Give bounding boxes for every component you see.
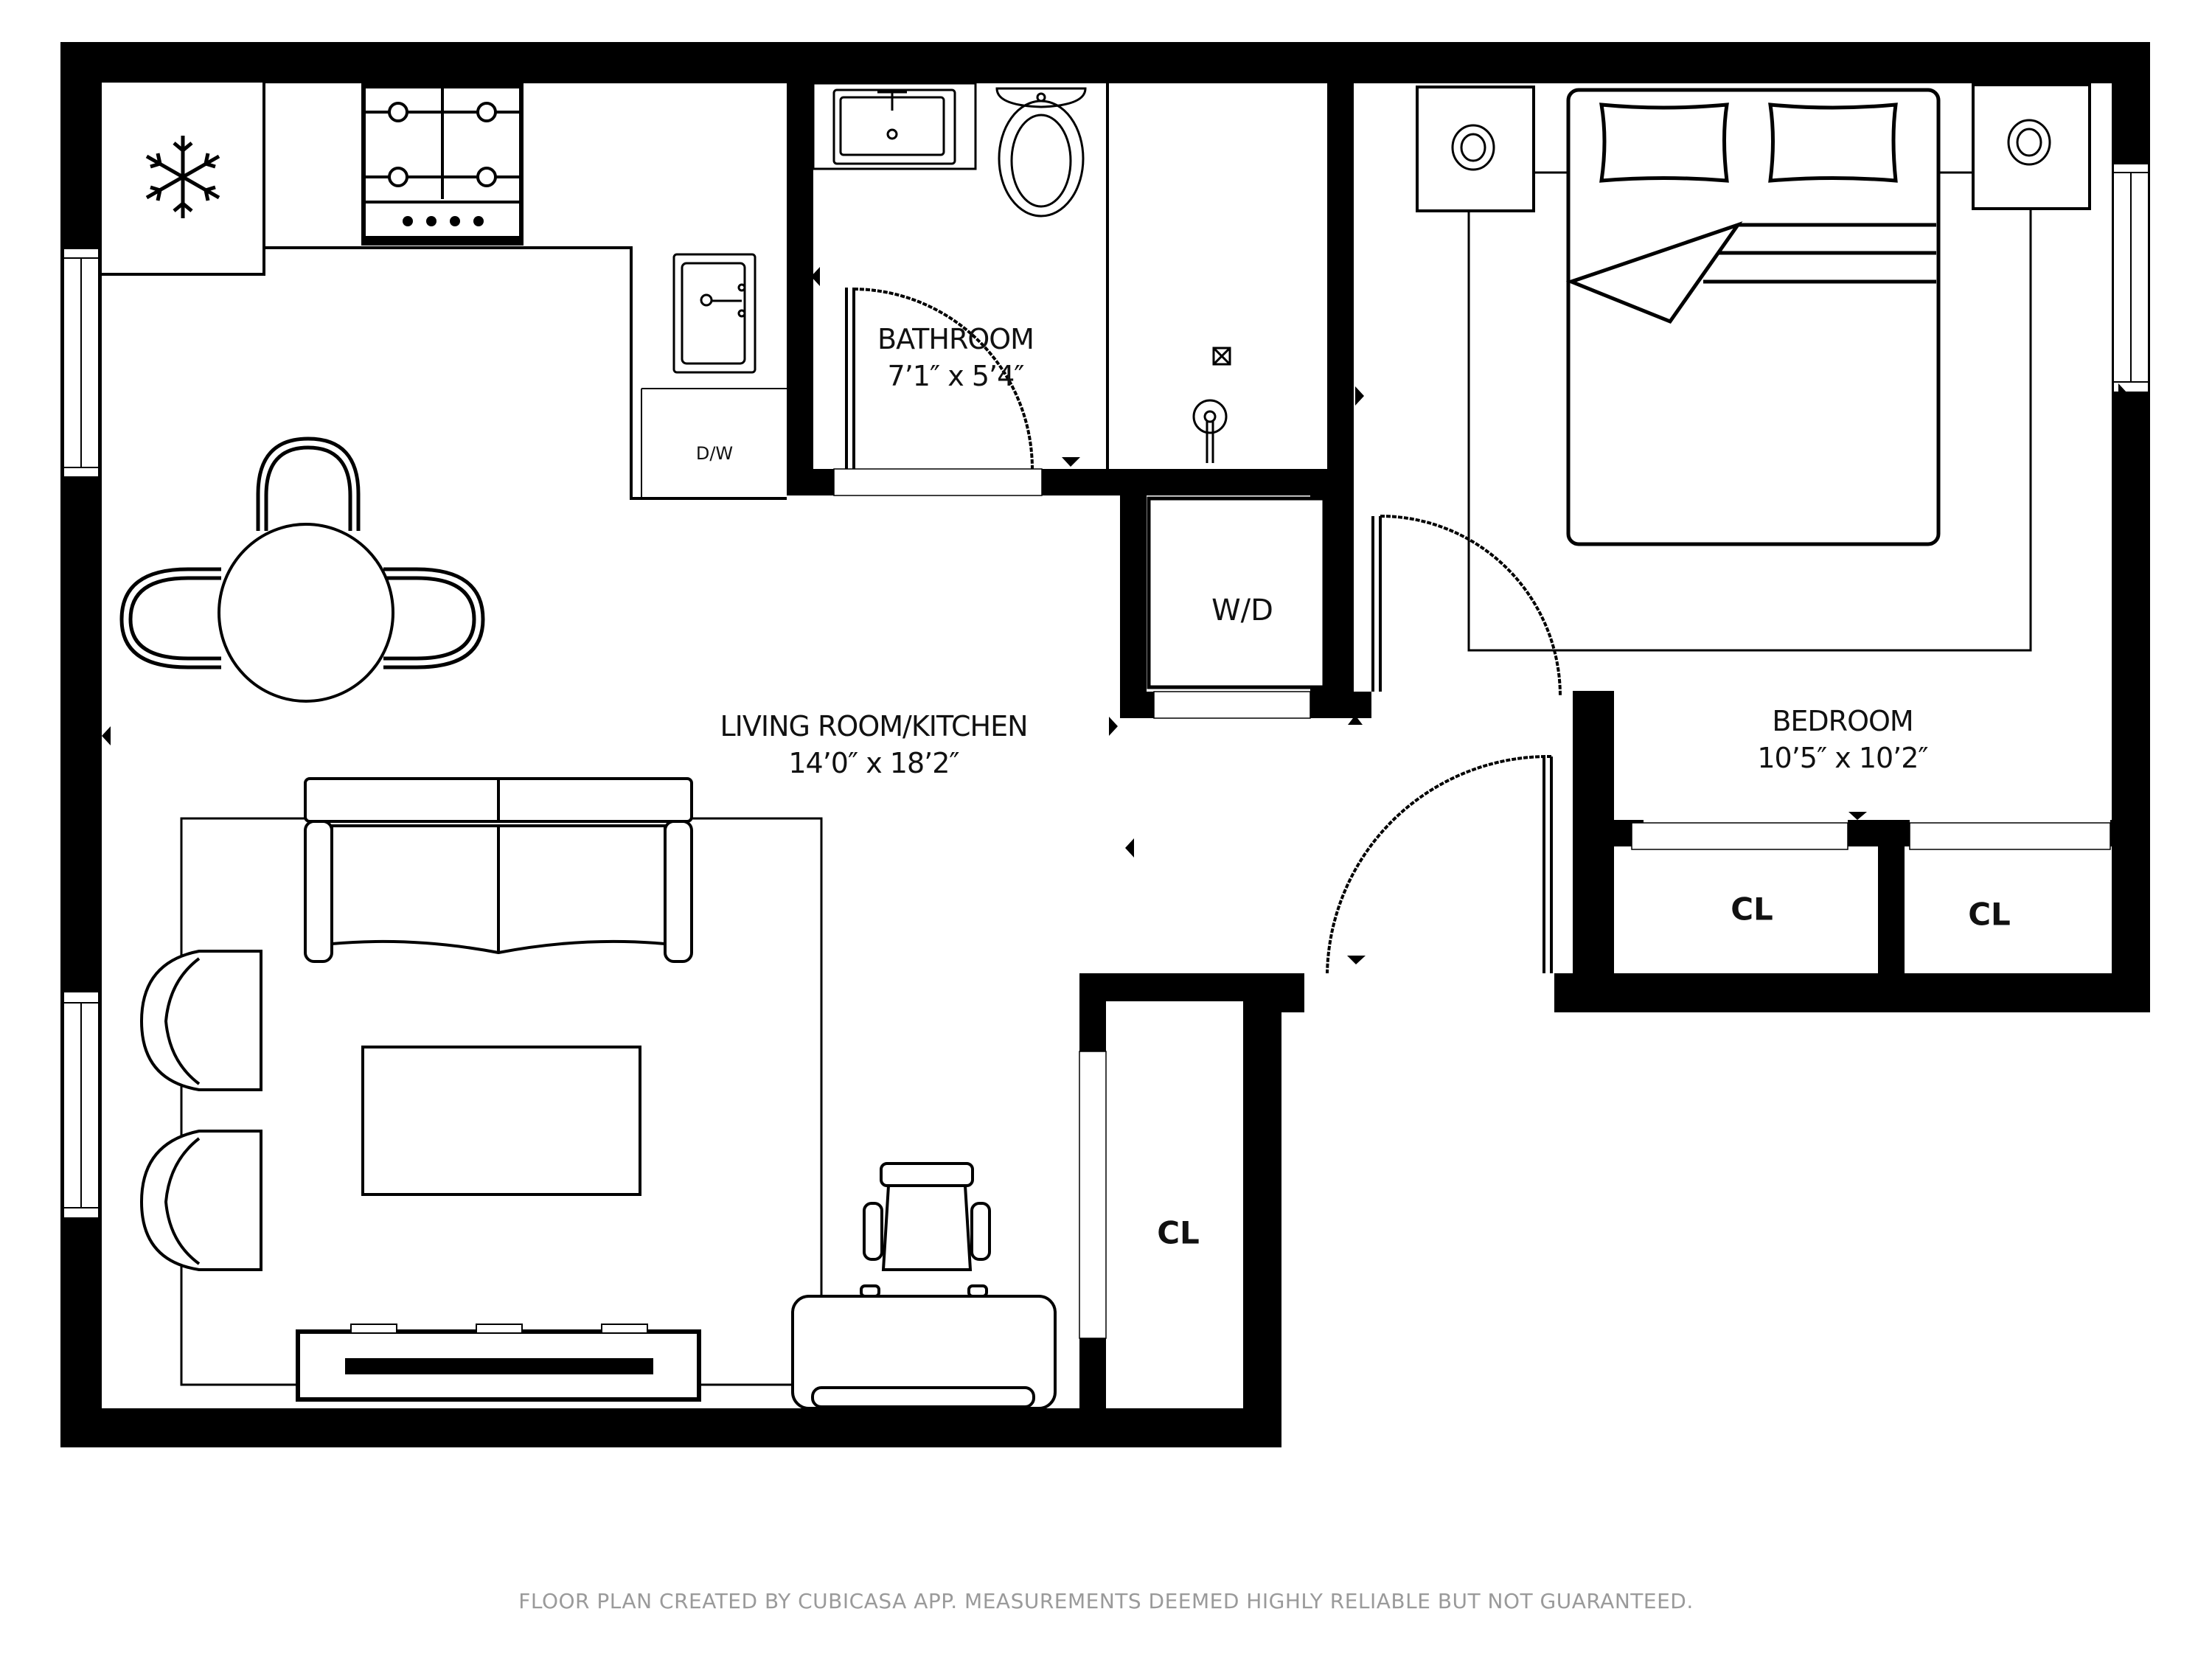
washer-dryer-label: W/D <box>1211 594 1273 627</box>
door-swings <box>845 288 1562 974</box>
room-dimensions: 14’0″ x 18’2″ <box>788 746 959 779</box>
room-dimensions: 7’1″ x 5’4″ <box>887 359 1025 392</box>
bathroom-sink-icon <box>812 82 977 170</box>
footer-disclaimer: FLOOR PLAN CREATED BY CUBICASA APP. MEAS… <box>518 1589 1694 1613</box>
kitchen-sink-icon <box>672 253 757 374</box>
office-chair-icon <box>863 1162 991 1271</box>
room-name: BATHROOM <box>877 323 1034 355</box>
closet-label-bedroom-right: CL <box>1968 896 2011 933</box>
kitchen-counter <box>102 246 787 500</box>
tv-console-icon <box>296 1324 701 1402</box>
washer-dryer-icon <box>1147 496 1326 689</box>
dining-table-icon <box>218 523 394 703</box>
room-name: BEDROOM <box>1772 705 1913 737</box>
closet-label-living: CL <box>1157 1214 1200 1251</box>
dishwasher-label: D/W <box>695 443 734 464</box>
window-left-upper <box>63 248 100 478</box>
room-dimensions: 10’5″ x 10’2″ <box>1757 741 1928 774</box>
refrigerator-icon <box>99 80 265 276</box>
coffee-table-icon <box>361 1046 641 1196</box>
sofa-icon <box>304 777 693 963</box>
door-openings <box>833 468 2111 1339</box>
lamp-icon <box>1451 119 2051 171</box>
closet-label-bedroom-left: CL <box>1731 891 1773 928</box>
room-name: LIVING ROOM/KITCHEN <box>720 710 1029 742</box>
toilet-icon <box>995 87 1087 218</box>
room-label-living: LIVING ROOM/KITCHEN 14’0″ x 18’2″ <box>720 709 1029 782</box>
bed-icon <box>1565 88 1941 546</box>
direction-markers <box>102 267 2127 1416</box>
desk-icon <box>791 1284 1057 1410</box>
window-bedroom-right <box>2112 163 2149 393</box>
armchair-icon <box>139 950 262 1271</box>
dining-chair-icon <box>119 437 485 669</box>
room-label-bathroom: BATHROOM 7’1″ x 5’4″ <box>877 322 1034 395</box>
room-label-bedroom: BEDROOM 10’5″ x 10’2″ <box>1757 704 1928 777</box>
stove-icon <box>361 83 524 246</box>
window-left-lower <box>63 991 100 1219</box>
shower-icon <box>1192 347 1231 463</box>
